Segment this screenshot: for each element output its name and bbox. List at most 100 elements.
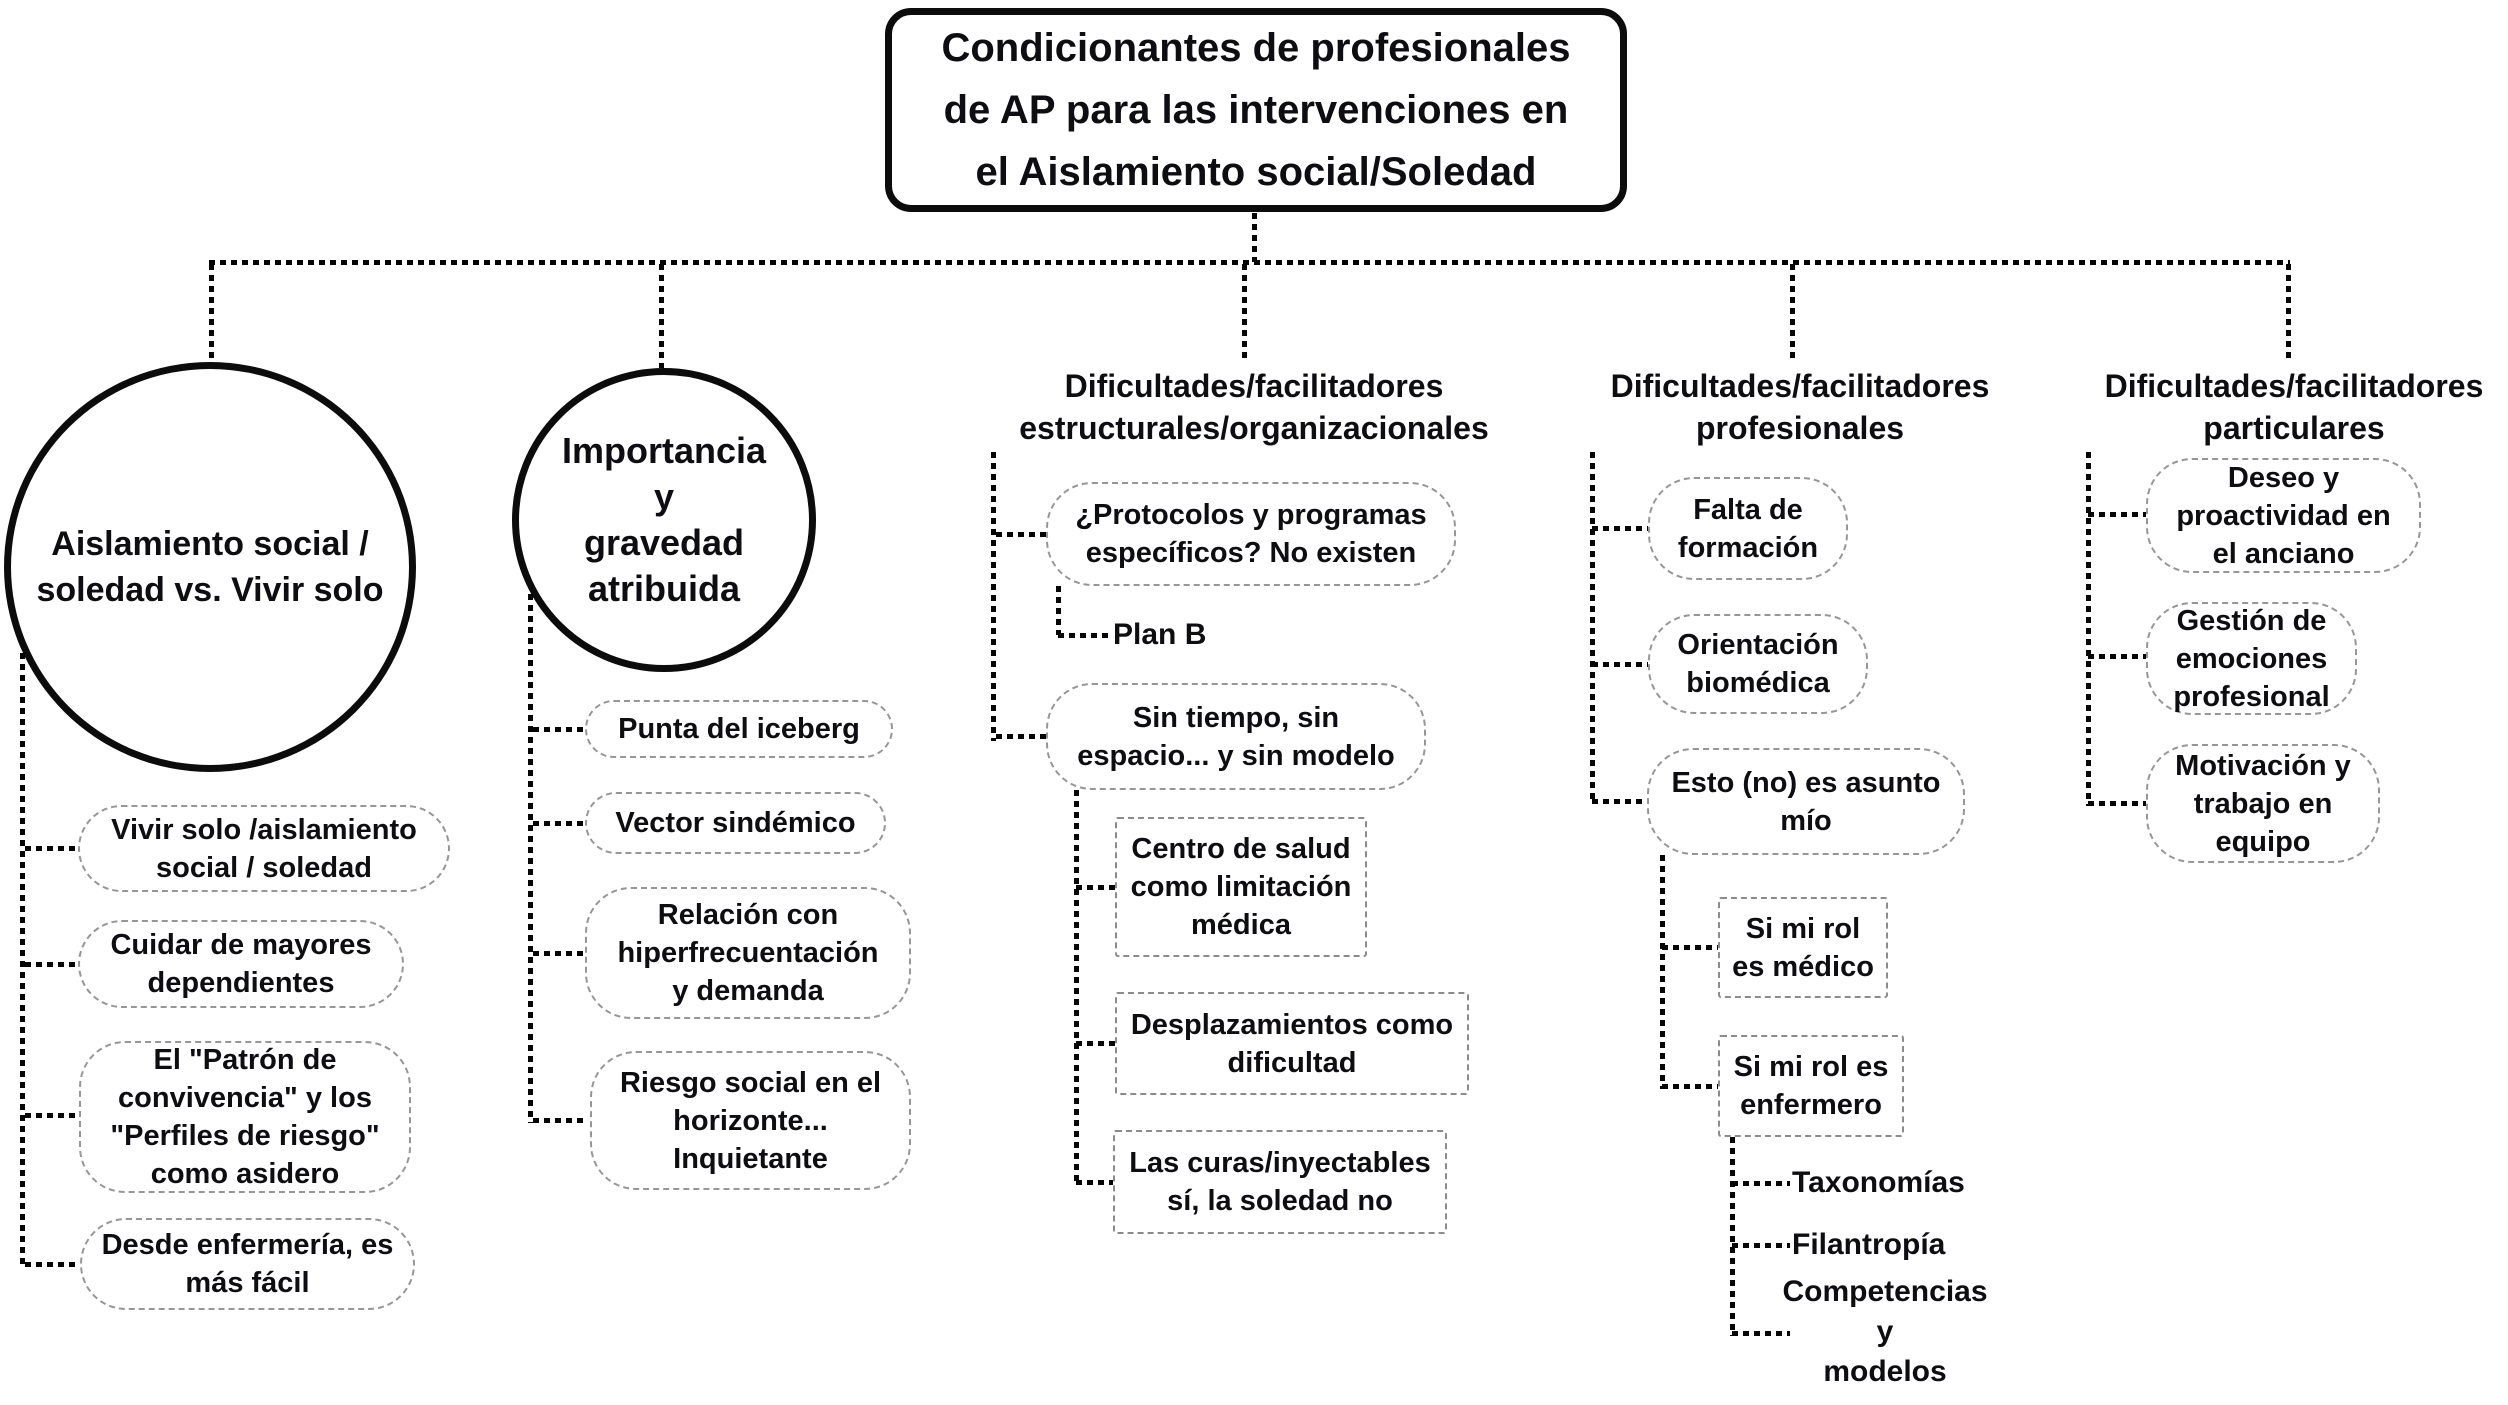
node-taxonomias: Taxonomías	[1792, 1163, 1965, 1203]
esto-stub-2	[1662, 1084, 1718, 1089]
node-vivir-solo-label: Vivir solo /aislamiento social / soledad	[111, 813, 417, 884]
node-rol-medico-label: Si mi rol es médico	[1732, 912, 1874, 983]
node-desde-enfermeria: Desde enfermería, es más fácil	[80, 1218, 415, 1310]
node-falta-formacion: Falta de formación	[1648, 477, 1848, 580]
connector-drop-branch3	[1242, 264, 1247, 362]
node-centro-salud-label: Centro de salud como limitación médica	[1130, 833, 1352, 941]
branch5-header: Dificultades/facilitadores particulares	[2080, 365, 2508, 449]
node-protocolos-subspine	[1056, 586, 1061, 635]
plan-b-stub	[1058, 633, 1110, 638]
branch1-label: Aislamiento social / soledad vs. Vivir s…	[36, 525, 384, 609]
node-motivacion-equipo-label: Motivación y trabajo en equipo	[2175, 749, 2351, 858]
node-cuidar-mayores: Cuidar de mayores dependientes	[78, 920, 404, 1008]
node-punta-iceberg: Punta del iceberg	[585, 700, 893, 758]
branch4-stub-2	[1592, 662, 1648, 667]
node-esto-no-es-asunto-mio-label: Esto (no) es asunto mío	[1671, 766, 1941, 837]
branch4-spine	[1590, 452, 1595, 804]
branch3-stub-2	[996, 734, 1046, 739]
node-taxonomias-label: Taxonomías	[1792, 1166, 1965, 1199]
node-cuidar-mayores-label: Cuidar de mayores dependientes	[110, 929, 372, 999]
branch3-stub-1	[996, 532, 1046, 537]
branch3-header-label: Dificultades/facilitadores estructurales…	[1019, 368, 1489, 446]
node-relacion-hiperfrecuentacion: Relación con hiperfrecuentación y demand…	[585, 887, 911, 1019]
sin-tiempo-stub-2	[1076, 1041, 1115, 1046]
node-falta-formacion-label: Falta de formación	[1677, 493, 1819, 564]
node-orientacion-biomedica: Orientación biomédica	[1648, 614, 1868, 714]
node-vector-sindemico: Vector sindémico	[585, 792, 886, 854]
branch5-stub-2	[2088, 654, 2146, 659]
node-desde-enfermeria-label: Desde enfermería, es más fácil	[101, 1229, 394, 1299]
node-filantropia: Filantropía	[1792, 1225, 1945, 1265]
root-title-box: Condicionantes de profesionales de AP pa…	[885, 8, 1627, 212]
node-esto-no-es-asunto-mio: Esto (no) es asunto mío	[1647, 748, 1965, 855]
branch1-stub-4	[25, 1262, 78, 1267]
node-sin-tiempo-label: Sin tiempo, sin espacio... y sin modelo	[1077, 701, 1395, 772]
node-protocolos-label: ¿Protocolos y programas específicos? No …	[1075, 499, 1427, 569]
branch3-spine	[991, 452, 996, 741]
node-patron-convivencia-label: El "Patrón de convivencia" y los "Perfil…	[110, 1044, 380, 1190]
sin-tiempo-stub-3	[1076, 1180, 1115, 1185]
connector-drop-branch2	[659, 264, 664, 368]
node-rol-enfermero: Si mi rol es enfermero	[1718, 1035, 1904, 1137]
node-patron-convivencia: El "Patrón de convivencia" y los "Perfil…	[79, 1041, 411, 1193]
branch2-stub-4	[533, 1118, 585, 1123]
node-curas-inyectables-label: Las curas/inyectables sí, la soledad no	[1129, 1147, 1431, 1217]
root-title-text: Condicionantes de profesionales de AP pa…	[941, 26, 1571, 194]
node-rol-enfermero-label: Si mi rol es enfermero	[1733, 1051, 1889, 1121]
enfermero-stub-1	[1732, 1181, 1790, 1186]
branch5-header-label: Dificultades/facilitadores particulares	[2104, 368, 2484, 446]
branch5-stub-3	[2088, 801, 2146, 806]
enfermero-stub-3	[1732, 1331, 1790, 1336]
node-vector-sindemico-label: Vector sindémico	[615, 807, 856, 839]
node-esto-subspine	[1660, 855, 1665, 1089]
node-relacion-hiperfrecuentacion-label: Relación con hiperfrecuentación y demand…	[617, 899, 879, 1007]
branch5-stub-1	[2088, 512, 2146, 517]
branch2-circle: Importancia y gravedad atribuida	[512, 368, 816, 672]
branch1-stub-1	[25, 846, 78, 851]
branch1-spine	[20, 653, 25, 1267]
node-competencias-modelos-label: Competencias y modelos	[1782, 1275, 1988, 1388]
branch5-spine	[2086, 452, 2091, 806]
branch2-stub-1	[533, 727, 585, 732]
connector-drop-branch5	[2286, 264, 2291, 360]
enfermero-stub-2	[1732, 1243, 1790, 1248]
branch3-header: Dificultades/facilitadores estructurales…	[988, 365, 1520, 449]
node-curas-inyectables: Las curas/inyectables sí, la soledad no	[1113, 1130, 1447, 1234]
node-riesgo-social: Riesgo social en el horizonte... Inquiet…	[590, 1051, 911, 1190]
branch4-stub-1	[1592, 526, 1648, 531]
node-rol-enfermero-subspine	[1730, 1137, 1735, 1336]
node-orientacion-biomedica-label: Orientación biomédica	[1677, 629, 1839, 699]
node-sin-tiempo-subspine	[1074, 790, 1079, 1185]
node-protocolos: ¿Protocolos y programas específicos? No …	[1046, 482, 1456, 586]
node-centro-salud: Centro de salud como limitación médica	[1115, 817, 1367, 957]
node-rol-medico: Si mi rol es médico	[1718, 897, 1888, 998]
node-sin-tiempo: Sin tiempo, sin espacio... y sin modelo	[1046, 683, 1426, 790]
node-riesgo-social-label: Riesgo social en el horizonte... Inquiet…	[619, 1066, 882, 1175]
connector-title-drop	[1252, 213, 1257, 262]
esto-stub-1	[1662, 945, 1718, 950]
node-motivacion-equipo: Motivación y trabajo en equipo	[2146, 744, 2380, 863]
node-gestion-emociones: Gestión de emociones profesional	[2146, 602, 2357, 715]
connector-drop-branch1	[209, 264, 214, 363]
node-vivir-solo: Vivir solo /aislamiento social / soledad	[78, 805, 450, 892]
sin-tiempo-stub-1	[1076, 885, 1115, 890]
node-deseo-proactividad: Deseo y proactividad en el anciano	[2146, 458, 2421, 573]
node-competencias-modelos: Competencias y modelos	[1770, 1272, 2000, 1392]
branch2-stub-3	[533, 951, 585, 956]
node-plan-b-label: Plan B	[1113, 618, 1207, 651]
connector-main-horizontal	[209, 260, 2290, 265]
branch4-header-label: Dificultades/facilitadores profesionales	[1610, 368, 1990, 446]
node-punta-iceberg-label: Punta del iceberg	[618, 713, 860, 745]
node-desplazamientos: Desplazamientos como dificultad	[1115, 992, 1469, 1095]
branch2-spine	[528, 594, 533, 1123]
branch2-stub-2	[533, 821, 585, 826]
node-desplazamientos-label: Desplazamientos como dificultad	[1130, 1008, 1454, 1079]
node-filantropia-label: Filantropía	[1792, 1228, 1946, 1261]
node-plan-b: Plan B	[1113, 615, 1206, 655]
branch2-label: Importancia y gravedad atribuida	[561, 430, 767, 609]
branch1-stub-2	[25, 962, 78, 967]
branch4-header: Dificultades/facilitadores profesionales	[1572, 365, 2028, 449]
connector-drop-branch4	[1790, 264, 1795, 362]
node-gestion-emociones-label: Gestión de emociones profesional	[2173, 604, 2330, 713]
